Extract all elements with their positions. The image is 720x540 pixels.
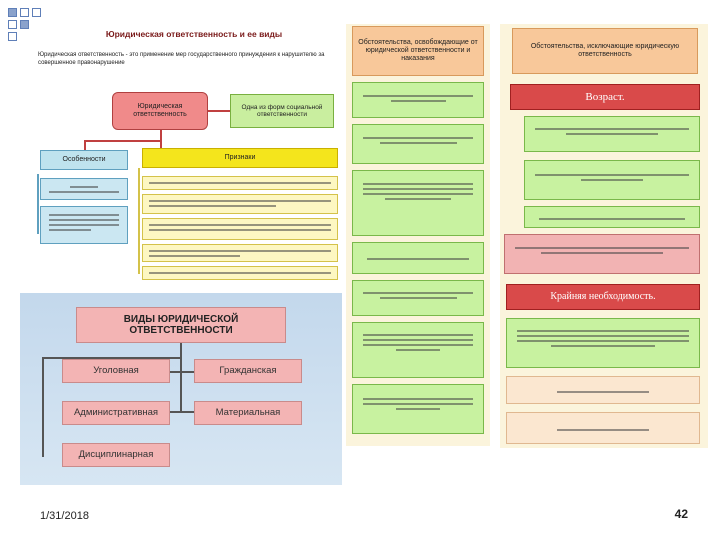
decor-square	[20, 20, 29, 29]
sign-item	[142, 194, 338, 214]
legal-responsibility-box: Юридическая ответственность	[112, 92, 208, 130]
slide-date: 1/31/2018	[40, 510, 89, 522]
diagram-title: Юридическая ответственность и ее виды	[105, 29, 283, 40]
extreme-item	[506, 376, 700, 404]
type-administrative: Административная	[62, 401, 170, 425]
type-disciplinary: Дисциплинарная	[62, 443, 170, 467]
features-box: Особенности	[40, 150, 128, 170]
types-diagram: ВИДЫ ЮРИДИЧЕСКОЙ ОТВЕТСТВЕННОСТИ Уголовн…	[20, 293, 342, 485]
feature-item	[40, 178, 128, 200]
signs-box: Признаки	[142, 148, 338, 168]
tree-line	[170, 371, 194, 373]
slide-number: 42	[674, 507, 688, 521]
sign-item	[142, 244, 338, 262]
feature-item	[40, 206, 128, 244]
age-item	[524, 160, 700, 200]
types-header: ВИДЫ ЮРИДИЧЕСКОЙ ОТВЕТСТВЕННОСТИ	[76, 307, 286, 343]
exemption-item	[352, 322, 484, 378]
connector-line	[208, 110, 230, 112]
sign-item	[142, 218, 338, 240]
decor-square	[8, 8, 17, 17]
tree-line	[42, 357, 44, 457]
sign-item	[142, 176, 338, 190]
exemption-item	[352, 170, 484, 236]
exemption-header: Обстоятельства, освобождающие от юридиче…	[352, 26, 484, 76]
age-item	[524, 116, 700, 152]
exemption-item	[352, 82, 484, 118]
exemption-item	[352, 124, 484, 164]
exemption-item	[352, 384, 484, 434]
definition-text: Юридическая ответственность - это примен…	[38, 52, 325, 66]
legal-responsibility-diagram: Юридическая ответственность и ее виды Юр…	[34, 24, 344, 286]
extreme-necessity-box: Крайняя необходимость.	[506, 284, 700, 310]
type-criminal: Уголовная	[62, 359, 170, 383]
connector-line	[37, 174, 39, 234]
exemption-item	[352, 280, 484, 316]
extreme-item	[506, 318, 700, 368]
connector-line	[84, 140, 86, 150]
tree-line	[170, 411, 194, 413]
connector-line	[84, 140, 162, 142]
sign-item	[142, 266, 338, 280]
exclusion-header: Обстоятельства, исключающие юридическую …	[512, 28, 698, 74]
age-item	[524, 206, 700, 228]
type-material: Материальная	[194, 401, 302, 425]
exemption-item	[352, 242, 484, 274]
harm-box	[504, 234, 700, 274]
connector-line	[160, 130, 162, 148]
decor-square	[8, 32, 17, 41]
extreme-item	[506, 412, 700, 444]
decor-square	[32, 8, 41, 17]
decor-square	[20, 8, 29, 17]
connector-line	[138, 168, 140, 274]
decor-square	[8, 20, 17, 29]
social-responsibility-box: Одна из форм социальной ответственности	[230, 94, 334, 128]
tree-line	[42, 357, 182, 359]
age-box: Возраст.	[510, 84, 700, 110]
type-civil: Гражданская	[194, 359, 302, 383]
tree-line	[180, 371, 182, 413]
